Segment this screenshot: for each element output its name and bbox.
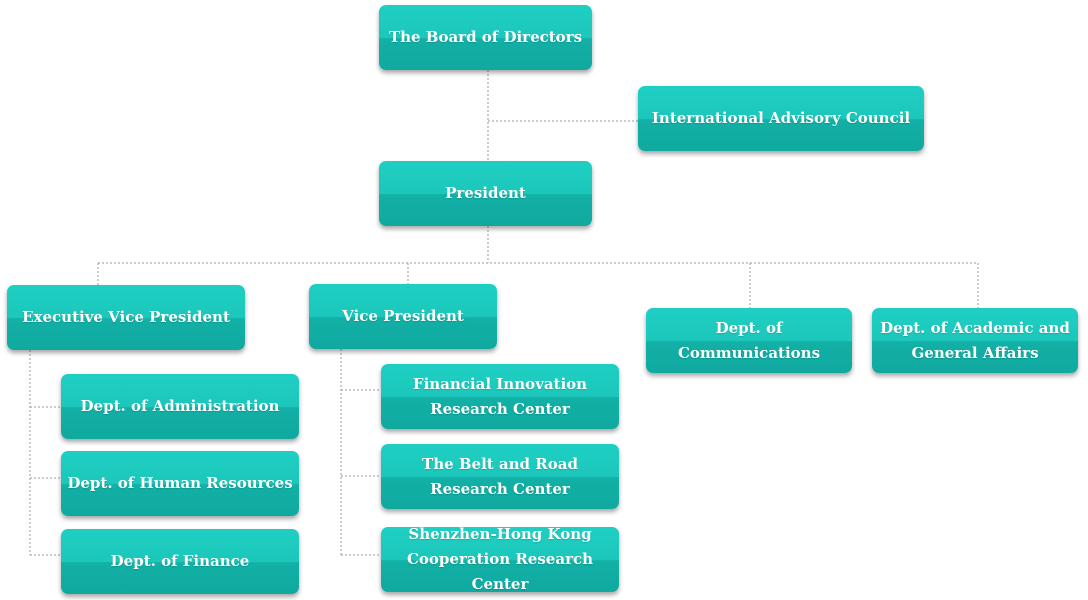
node-label: International Advisory Council: [651, 109, 911, 127]
node-dept-human-resources: Dept. of Human Resources: [61, 451, 299, 516]
node-vice-president: Vice President: [309, 284, 497, 349]
node-label-line: Research Center: [430, 399, 570, 418]
node-label-group: Dept. of Academic and General Affairs: [880, 316, 1070, 366]
node-label-group: Shenzhen-Hong Kong Cooperation Research …: [387, 522, 613, 597]
node-label: Executive Vice President: [22, 308, 230, 326]
node-label: Vice President: [342, 307, 464, 325]
node-label-line: Cooperation Research Center: [406, 550, 594, 593]
node-label: President: [445, 184, 526, 202]
node-label-line: Research Center: [430, 479, 570, 498]
node-board-of-directors: The Board of Directors: [379, 5, 592, 70]
node-label: Dept. of Finance: [110, 552, 250, 570]
node-label-group: Financial Innovation Research Center: [413, 372, 587, 422]
node-belt-and-road-research-center: The Belt and Road Research Center: [381, 444, 619, 509]
node-label-line: Dept. of Academic and: [880, 318, 1070, 337]
node-financial-innovation-research-center: Financial Innovation Research Center: [381, 364, 619, 429]
node-dept-academic-general-affairs: Dept. of Academic and General Affairs: [872, 308, 1078, 373]
node-label-line: General Affairs: [911, 343, 1039, 362]
node-label: Dept. of Human Resources: [67, 474, 293, 492]
node-label: Dept. of Administration: [80, 397, 280, 415]
node-label-line: Financial Innovation: [412, 374, 588, 393]
node-label: The Board of Directors: [388, 28, 583, 46]
node-label: Dept. of Communications: [677, 318, 821, 362]
node-dept-finance: Dept. of Finance: [61, 529, 299, 594]
node-president: President: [379, 161, 592, 226]
node-shenzhen-hong-kong-research-center: Shenzhen-Hong Kong Cooperation Research …: [381, 525, 619, 593]
node-executive-vice-president: Executive Vice President: [7, 285, 245, 350]
node-international-advisory-council: International Advisory Council: [638, 86, 924, 151]
node-label-line: The Belt and Road: [422, 454, 578, 473]
node-label-group: The Belt and Road Research Center: [422, 452, 578, 502]
node-dept-communications: Dept. of Communications: [646, 308, 852, 373]
node-dept-administration: Dept. of Administration: [61, 374, 299, 439]
node-label-line: Shenzhen-Hong Kong: [408, 525, 592, 543]
